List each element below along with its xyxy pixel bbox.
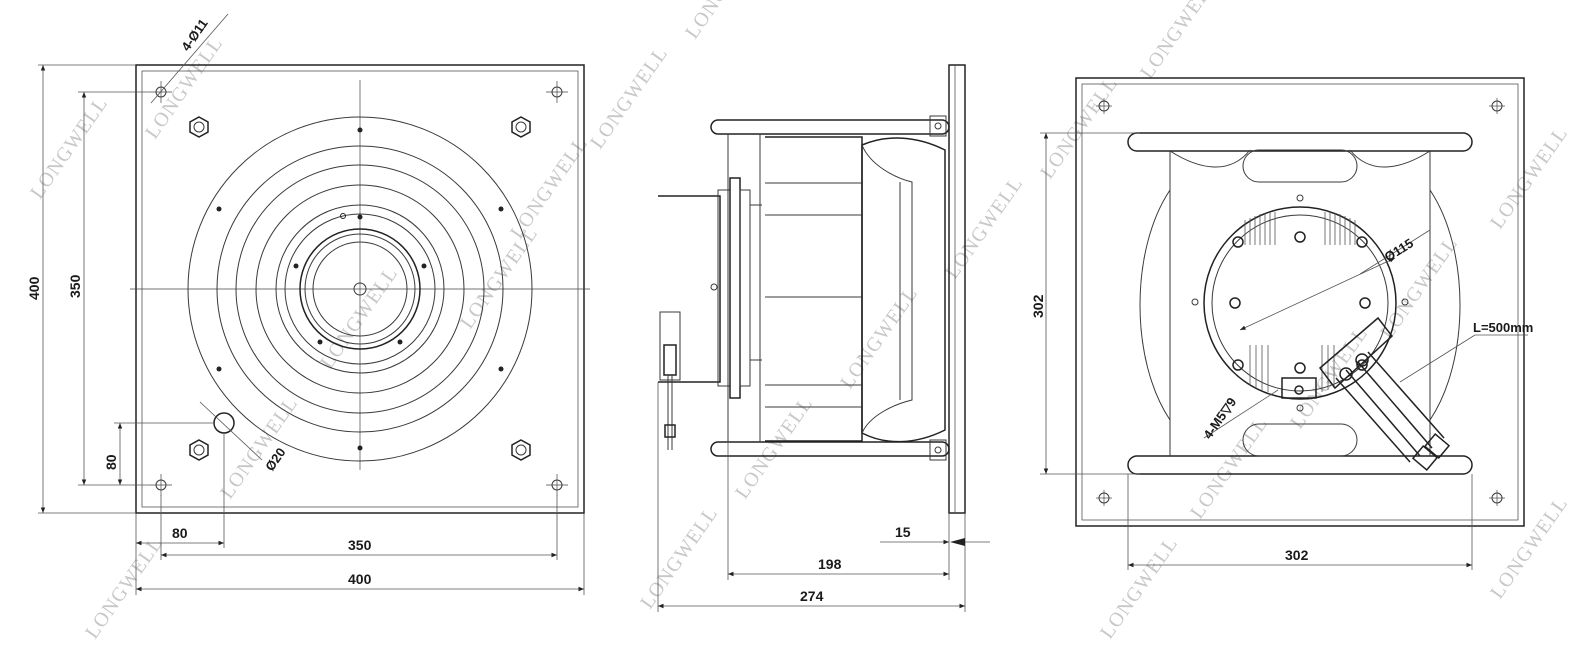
rear-hole-bl [1096, 490, 1112, 506]
watermark-6: LONGWELL [506, 133, 592, 243]
hex-bolt-tl [189, 116, 209, 138]
cable-length-leader [1399, 334, 1476, 383]
dim-left-offset-line [135, 433, 225, 595]
cable-gland [659, 311, 681, 381]
dim-width-outer-line [136, 513, 585, 595]
cooling-fins-top [1244, 212, 1356, 245]
holes-leader [150, 13, 229, 104]
side-view: 15 198 274 [657, 64, 990, 612]
rear-slot-bottom [1242, 423, 1358, 457]
watermark-9: LONGWELL [636, 503, 722, 613]
rear-hole-br [1489, 490, 1505, 506]
dim-flange: 15 [895, 524, 911, 540]
motor-dia-leader [1239, 257, 1396, 331]
watermark-10: LONGWELL [731, 393, 817, 503]
rod-clamp-bottom [929, 439, 947, 461]
cable-end-2 [1411, 445, 1439, 471]
dim-height-outer: 400 [26, 276, 42, 300]
dim-width-outer: 400 [348, 571, 372, 587]
watermark-7: LONGWELL [586, 43, 672, 153]
watermark-15: LONGWELL [1096, 533, 1182, 643]
impeller-outer-circle [187, 116, 533, 462]
rear-arc-left [1139, 189, 1171, 421]
dim-flange-line [880, 538, 990, 546]
cable-plate [1318, 316, 1394, 390]
inlet-ring-circle-2 [235, 164, 485, 414]
watermarks: LONGWELL LONGWELL LONGWELL LONGWELL LONG… [26, 0, 1572, 643]
dim-threads: 4-M5▽9 [1200, 395, 1239, 442]
dim-bottom-offset-line [114, 422, 214, 485]
cable-end-1 [1423, 433, 1451, 459]
ring-dots [216, 127, 504, 451]
inlet-ring-circle [216, 145, 504, 433]
watermark-8: LONGWELL [681, 0, 767, 43]
hub-inner-circle [304, 233, 416, 345]
dim-height-inner-line [78, 91, 150, 486]
dim-width-inner-line [160, 495, 558, 560]
rear-slot-top [1242, 149, 1358, 183]
shaft-circle [353, 282, 367, 296]
dim-height-inner: 350 [67, 274, 83, 298]
rear-rod-top [1127, 132, 1473, 152]
side-rod-top [710, 119, 950, 135]
dim-rear-width: 302 [1285, 547, 1309, 563]
threads-leader [1203, 389, 1279, 439]
hub-center-circle [312, 241, 408, 337]
side-flange [948, 64, 966, 514]
dim-cable: L=500mm [1473, 320, 1533, 335]
rear-arc-right [1429, 189, 1461, 421]
watermark-16: LONGWELL [1186, 413, 1272, 523]
watermark-12: LONGWELL [941, 173, 1027, 283]
hex-bolt-tr [511, 116, 531, 138]
dim-rear-height-line [1040, 132, 1140, 475]
dim-height-outer-line [38, 64, 136, 514]
watermark-21: LONGWELL [81, 533, 167, 643]
dim-depth-total: 274 [800, 588, 824, 604]
watermark-1: LONGWELL [26, 93, 112, 203]
inlet-cone [861, 137, 946, 443]
hex-bolt-bl [189, 439, 209, 461]
watermark-11: LONGWELL [836, 283, 922, 393]
front-view: 4-Ø11 400 350 80 Ø20 80 [26, 13, 590, 595]
dim-depth-inner: 198 [818, 556, 842, 572]
mount-hole-br [546, 474, 568, 496]
watermark-13: LONGWELL [1036, 73, 1122, 183]
watermark-20: LONGWELL [1486, 493, 1572, 603]
watermark-14: LONGWELL [1136, 0, 1222, 83]
mount-hole-bl [150, 474, 172, 496]
hex-bolt-br [511, 439, 531, 461]
cooling-fins-bottom [1249, 345, 1335, 392]
side-rod-bottom [710, 441, 950, 457]
motor-housing [658, 195, 721, 383]
inlet-ring-circle-3 [255, 184, 465, 394]
rear-hole-tl [1096, 98, 1112, 114]
rear-motor-outer [1203, 206, 1397, 400]
cable-hole-leader [199, 401, 263, 461]
dim-bottom-offset: 80 [103, 454, 119, 470]
motor-flange [729, 177, 741, 399]
dim-width-inner: 350 [348, 537, 372, 553]
dim-left-offset: 80 [172, 525, 188, 541]
rear-hole-tr [1489, 98, 1505, 114]
dim-rear-width-line [1127, 474, 1473, 570]
hub-flange-circle [284, 213, 436, 365]
hub-outer-circle [299, 228, 421, 350]
inlet-ring-circle-4 [275, 204, 445, 374]
rear-view: Ø115 L=500mm 4-M5▽9 302 302 [1030, 77, 1533, 570]
dim-rear-height: 302 [1030, 294, 1046, 318]
cable-hole [213, 412, 235, 434]
watermark-4: LONGWELL [316, 263, 402, 373]
mount-hole-tr [546, 81, 568, 103]
cable-1 [1357, 361, 1433, 449]
dim-motor-dia: Ø115 [1382, 235, 1416, 264]
terminal-box [1281, 377, 1317, 399]
rod-clamp-top [929, 115, 947, 137]
watermark-19: LONGWELL [1486, 123, 1572, 233]
rear-plate [1075, 77, 1525, 527]
watermark-3: LONGWELL [216, 393, 302, 503]
